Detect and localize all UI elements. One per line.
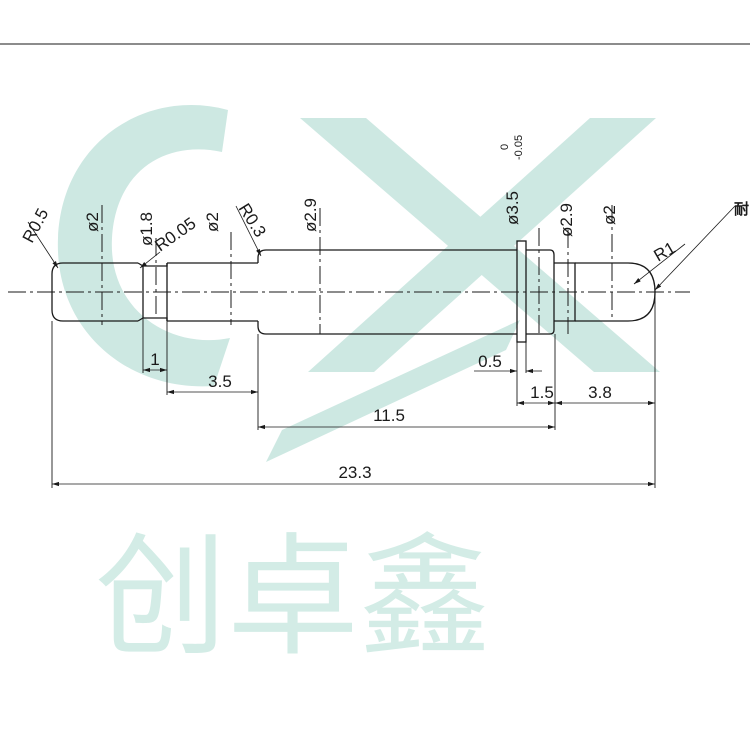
r-right-end-leader [633,243,686,285]
dim-right-tip-label: 3.8 [588,383,612,402]
dia-body-label: ø2.9 [301,198,320,232]
r-left-end-label: R0.5 [19,205,53,246]
horizontal-dimensions: 1 3.5 0.5 1.5 3.8 11.5 23.3 [52,350,655,487]
dia-right-body-label: ø2.9 [557,203,576,237]
r-groove-label: R0.05 [151,214,199,256]
radius-annotations: R0.5 R0.05 R0.3 R1 [19,200,686,285]
r-shoulder-label: R0.3 [235,200,270,241]
extension-lines [51,292,656,488]
right-body-profile [526,249,555,335]
right-step-profile [554,262,576,322]
dia-collar-tol-lower: -0.05 [513,135,525,160]
dia-neck-label: ø2 [203,212,222,232]
dia-groove-label: ø1.8 [137,212,156,246]
diameter-labels: ø2 ø1.8 ø2 ø2.9 ø3.5 0 -0.05 ø2.9 ø2 [83,135,619,246]
r-left-end-leader [27,221,59,269]
r-shoulder-leader [235,205,262,257]
dia-collar-tol-upper: 0 [499,144,511,150]
dim-body-label: 11.5 [373,406,405,425]
r-groove-leader [139,251,161,269]
dim-right-body-label: 1.5 [530,383,554,402]
callout-leader [654,205,736,291]
watermark-company-name: 创卓鑫 [95,521,491,675]
watermark-c-shape [57,104,230,387]
dim-overall-label: 23.3 [338,463,371,482]
watermark-x-stroke-2 [308,118,656,372]
left-tip-profile [51,262,138,322]
callout-text: 耐 [734,200,749,218]
dim-collar-label: 0.5 [478,352,502,371]
neck-profile [167,262,258,322]
hidden-lines [101,205,613,334]
collar-profile [516,240,527,343]
r-right-end-label: R1 [651,238,679,265]
dia-right-tip-label: ø2 [600,205,619,225]
dia-left-tip-label: ø2 [83,212,102,232]
watermark-logo [57,104,660,462]
dim-neck-label: 3.5 [208,372,232,391]
dia-collar-label: ø3.5 [503,191,522,225]
dim-groove-label: 1 [150,350,159,369]
